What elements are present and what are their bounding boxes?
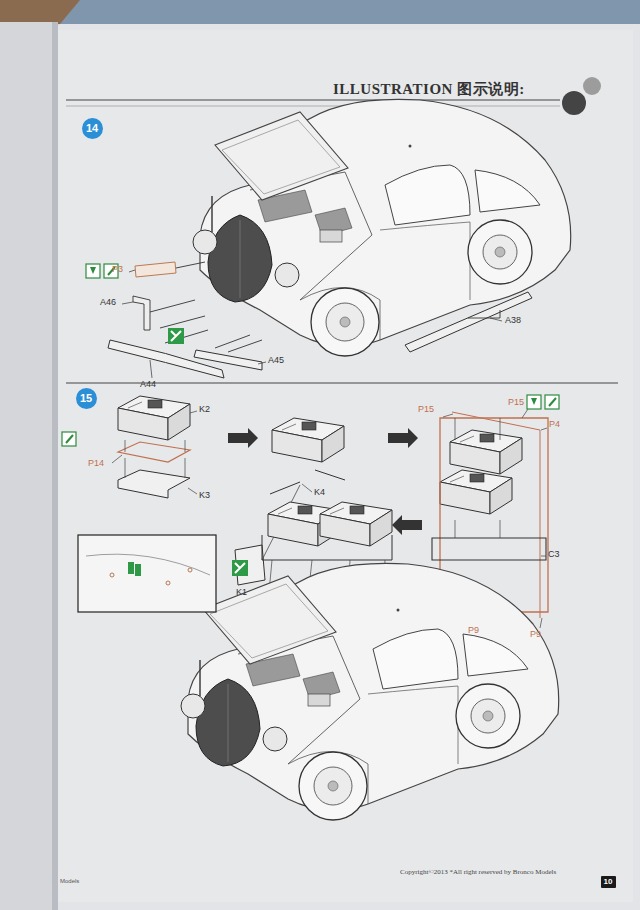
part-label: A38 <box>505 316 521 325</box>
part-label: K4 <box>314 488 325 497</box>
part-label: A46 <box>100 298 116 307</box>
footer-text: Models <box>60 878 79 884</box>
step-number: 14 <box>82 118 103 139</box>
step-number: 15 <box>76 388 97 409</box>
part-label: P14 <box>88 459 104 468</box>
part-label: P3 <box>112 265 123 274</box>
part-label: P15 <box>418 405 434 414</box>
part-label: P9 <box>468 626 479 635</box>
part-label: C3 <box>548 550 560 559</box>
number-text: 10 <box>604 878 613 886</box>
page-number: 10 <box>601 876 616 888</box>
part-label: A45 <box>268 356 284 365</box>
part-label: K3 <box>199 491 210 500</box>
part-label: P9 <box>530 630 541 639</box>
footer-text: Copyright©2013 *All right reserved by Br… <box>400 869 556 876</box>
part-label: P4 <box>549 420 560 429</box>
part-label: A44 <box>140 380 156 389</box>
number-text: 15 <box>80 393 92 404</box>
part-label: K2 <box>199 405 210 414</box>
part-label: K1 <box>236 588 247 597</box>
number-text: 14 <box>86 123 98 134</box>
page-title: ILLUSTRATION 图示说明: <box>333 80 525 99</box>
part-label: P15 <box>508 398 524 407</box>
